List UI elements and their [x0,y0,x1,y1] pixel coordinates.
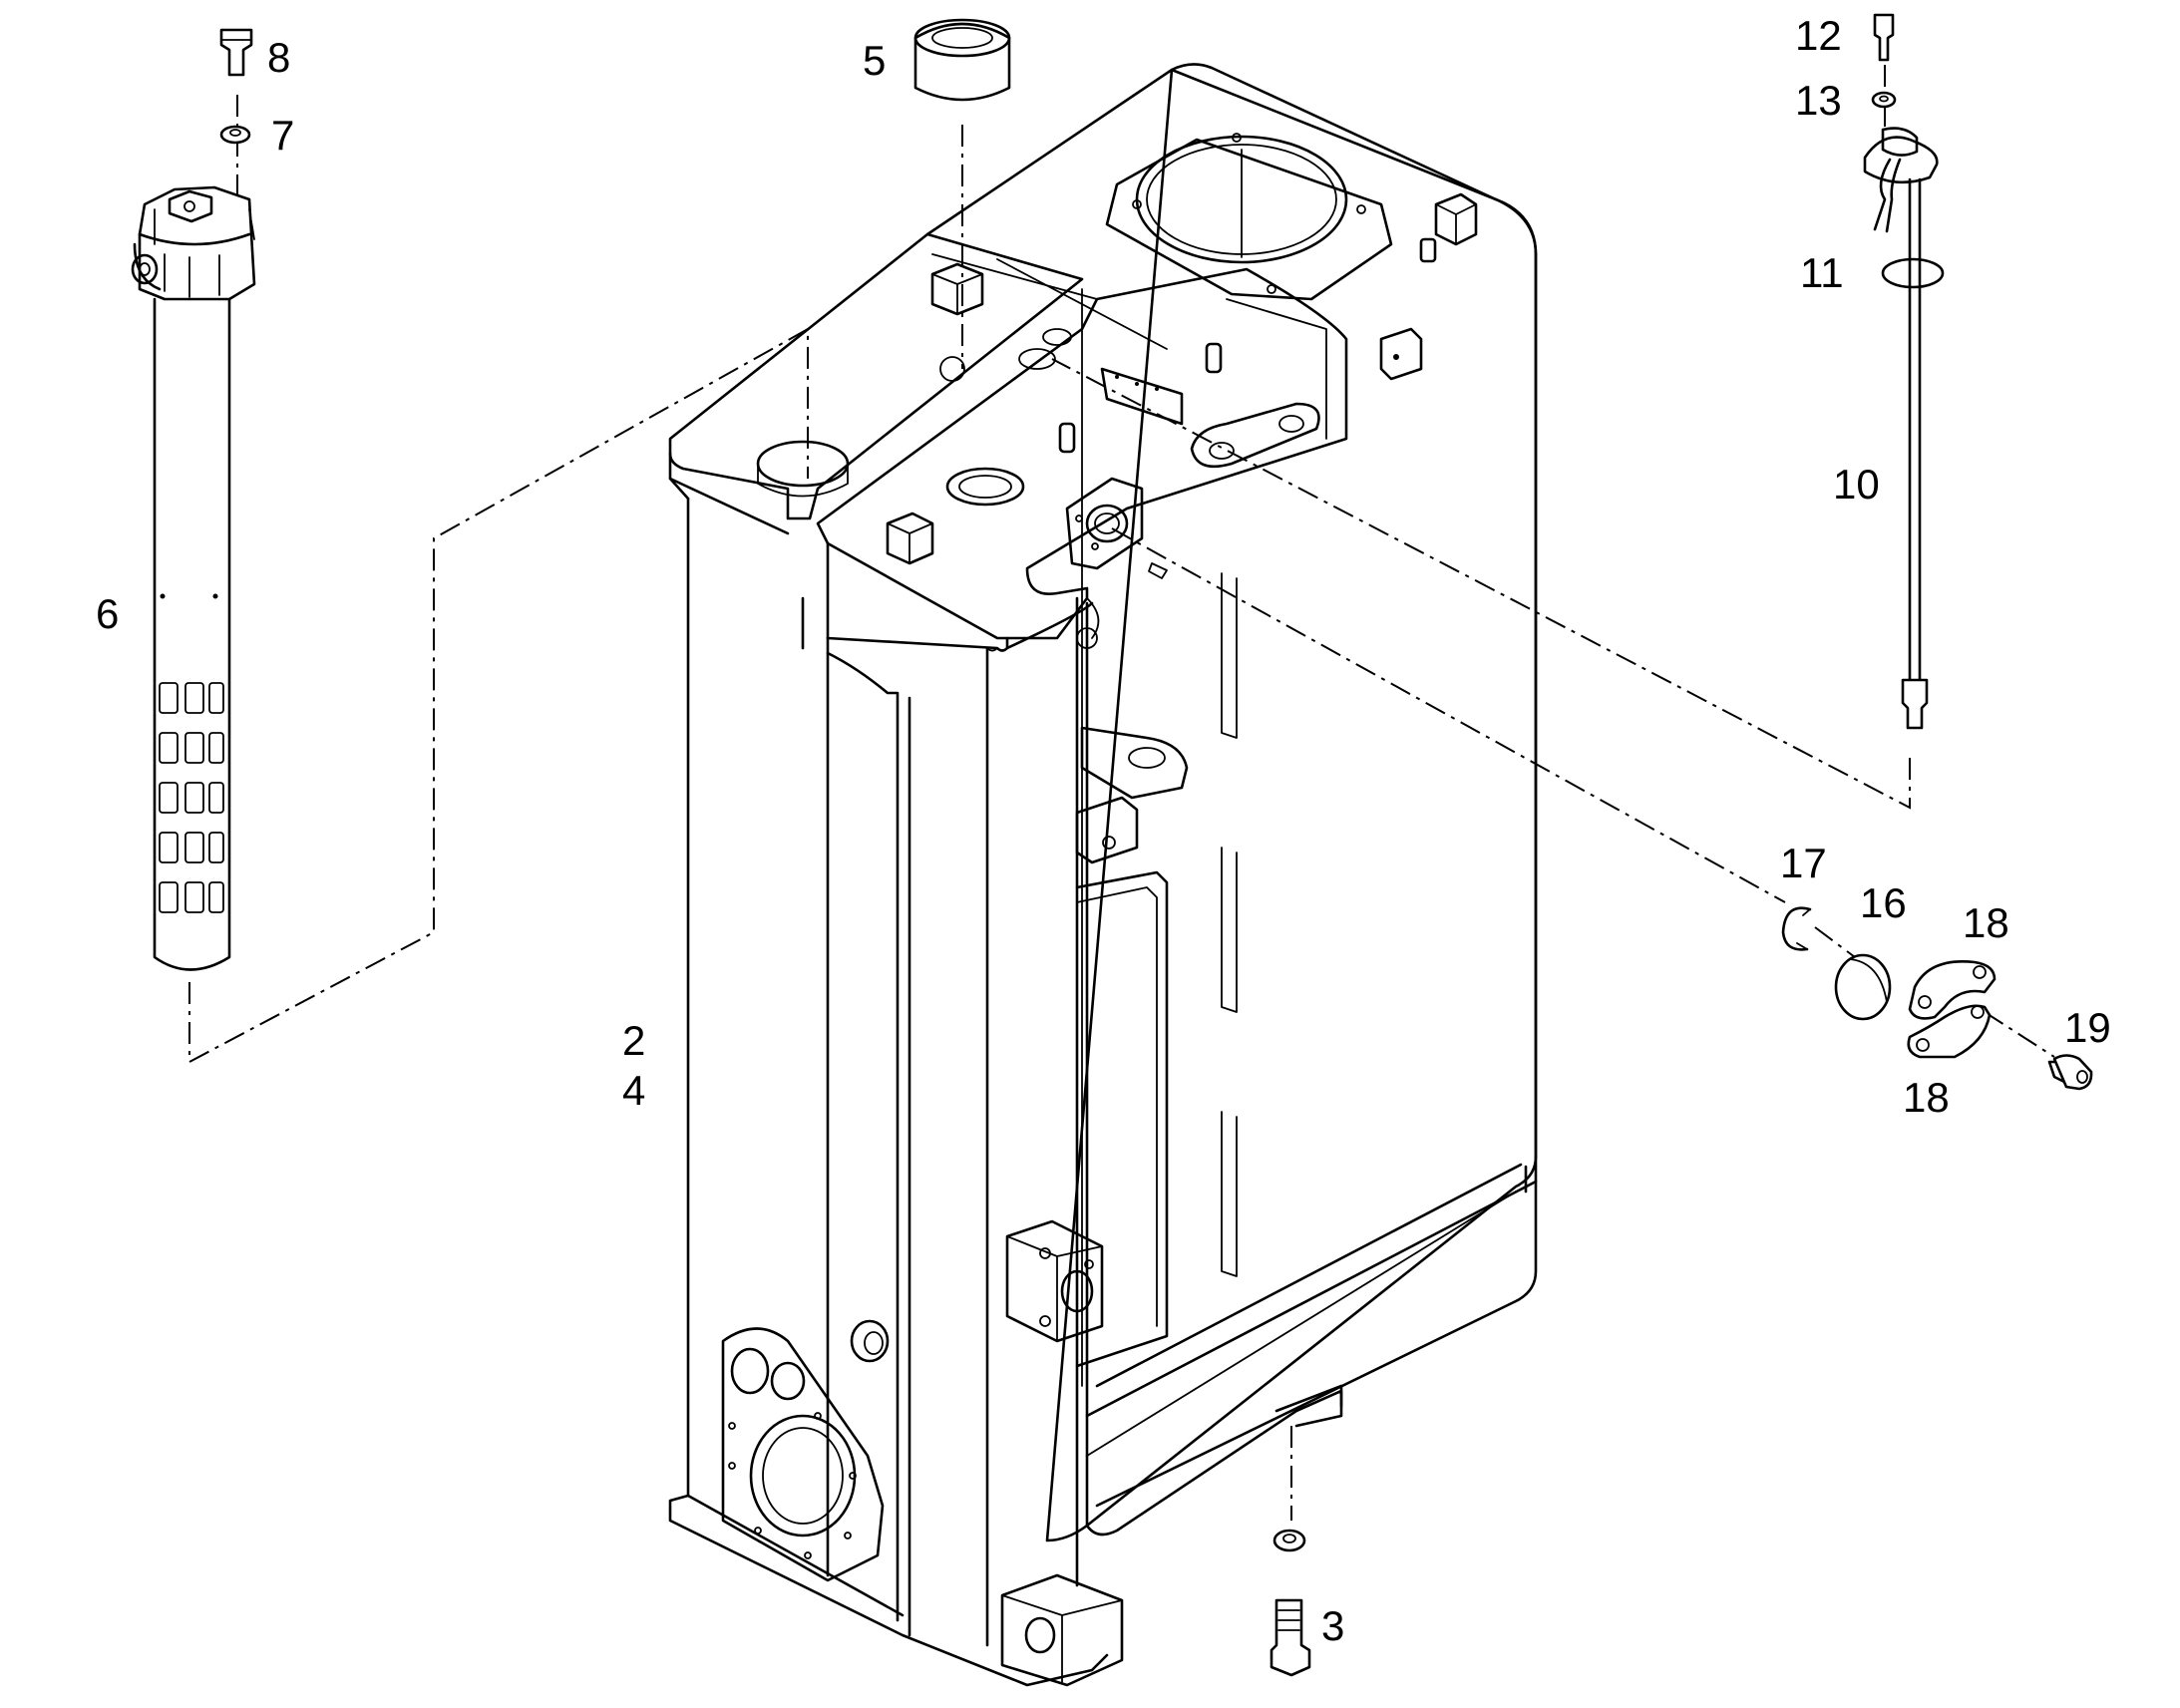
bolt-part-12 [1873,13,1895,62]
callout-16: 16 [1860,879,1907,926]
drain-bolt-part-3 [1270,1598,1311,1677]
callout-13: 13 [1795,77,1842,124]
callout-10: 10 [1833,461,1880,508]
return-filter-part-6 [131,185,256,971]
callout-labels: 8 7 5 6 2 4 3 12 13 11 10 17 16 18 19 18 [96,12,2111,1649]
callout-7: 7 [271,112,294,159]
flange-half-part-18-upper [1908,960,1997,1020]
washer-part-13 [1871,91,1897,109]
callout-18-lower: 18 [1903,1074,1950,1121]
level-gauge-part-10 [1863,127,1939,730]
callout-11: 11 [1800,249,1844,296]
callout-18-upper: 18 [1963,899,2009,946]
callout-5: 5 [863,37,886,84]
callout-2: 2 [622,1017,645,1064]
blind-plate-part-16 [1834,953,1892,1021]
bolt-part-8 [219,28,253,77]
callout-19: 19 [2064,1004,2111,1051]
filter-perforations [159,682,224,913]
callout-4: 4 [622,1067,645,1114]
washer-part-7 [219,125,251,145]
tank-body [668,63,1538,1687]
explosion-lines [188,65,2055,1521]
callout-6: 6 [96,590,119,637]
callout-3: 3 [1321,1602,1344,1649]
snap-ring-part-17 [1781,906,1812,951]
o-ring-part-11 [1881,257,1945,289]
callout-8: 8 [267,34,290,81]
drain-washer [1272,1529,1306,1552]
callout-17: 17 [1780,840,1827,886]
breather-cap-part-5 [913,18,1011,102]
callout-12: 12 [1795,12,1842,59]
flange-half-part-18-lower [1907,1004,1992,1059]
screw-part-19 [2047,1054,2093,1091]
